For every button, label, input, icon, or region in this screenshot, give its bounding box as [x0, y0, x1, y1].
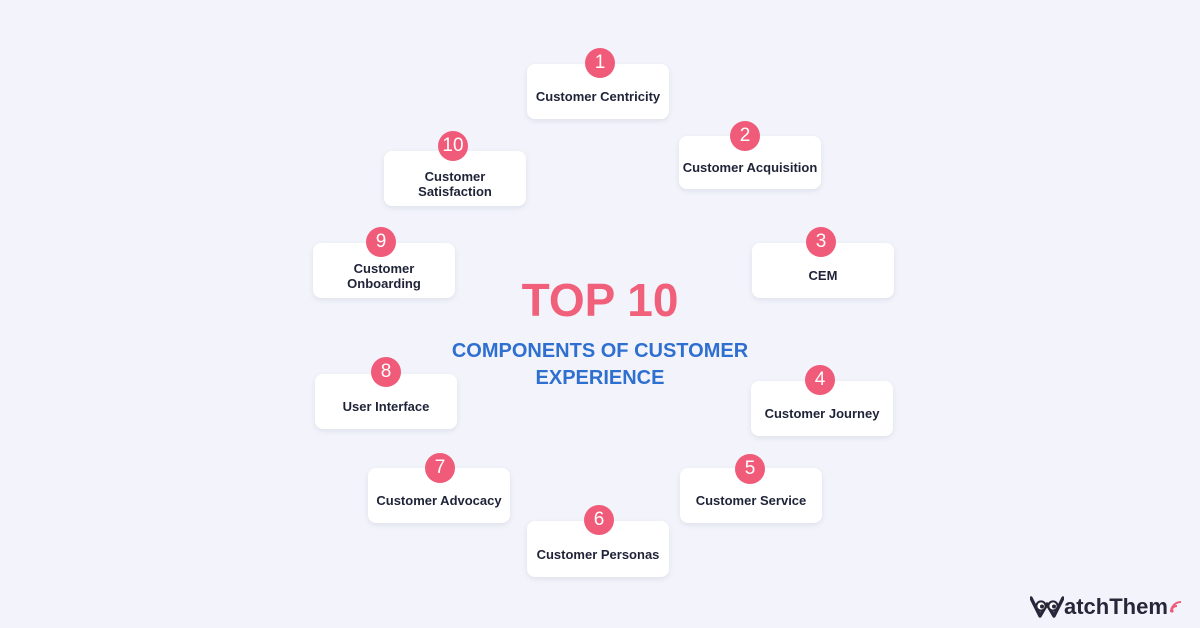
eyes-icon [1030, 596, 1064, 618]
number-badge: 7 [425, 453, 455, 483]
component-label: Customer Journey [764, 406, 880, 421]
component-label: Customer Service [695, 493, 807, 508]
number-badge: 1 [585, 48, 615, 78]
number-badge: 3 [806, 227, 836, 257]
title-top: TOP 10 [521, 274, 679, 326]
number-badge: 6 [584, 505, 614, 535]
component-label: Customer Satisfaction [418, 168, 492, 199]
component-label: Customer Acquisition [682, 160, 818, 175]
component-label: User Interface [342, 399, 430, 414]
number-badge: 9 [366, 227, 396, 257]
component-label: CEM [808, 268, 838, 283]
component-card-customer-onboarding: Customer Onboarding [313, 243, 455, 298]
component-label: Customer Onboarding [347, 260, 421, 291]
signal-icon [1169, 601, 1182, 613]
component-card-customer-journey: Customer Journey [751, 381, 893, 436]
component-card-customer-acquisition: Customer Acquisition [679, 136, 821, 189]
number-badge: 10 [438, 131, 468, 161]
title-subtitle: COMPONENTS OF CUSTOMER EXPERIENCE [451, 340, 749, 389]
component-label: Customer Personas [536, 546, 660, 562]
component-label: Customer Centricity [535, 89, 661, 104]
number-badge: 8 [371, 357, 401, 387]
logo-text: atchThem [1064, 594, 1168, 619]
brand-logo: atchThem [1030, 592, 1183, 622]
number-badge: 2 [730, 121, 760, 151]
component-label: Customer Advocacy [376, 493, 502, 508]
number-badge: 4 [805, 365, 835, 395]
number-badge: 5 [735, 454, 765, 484]
